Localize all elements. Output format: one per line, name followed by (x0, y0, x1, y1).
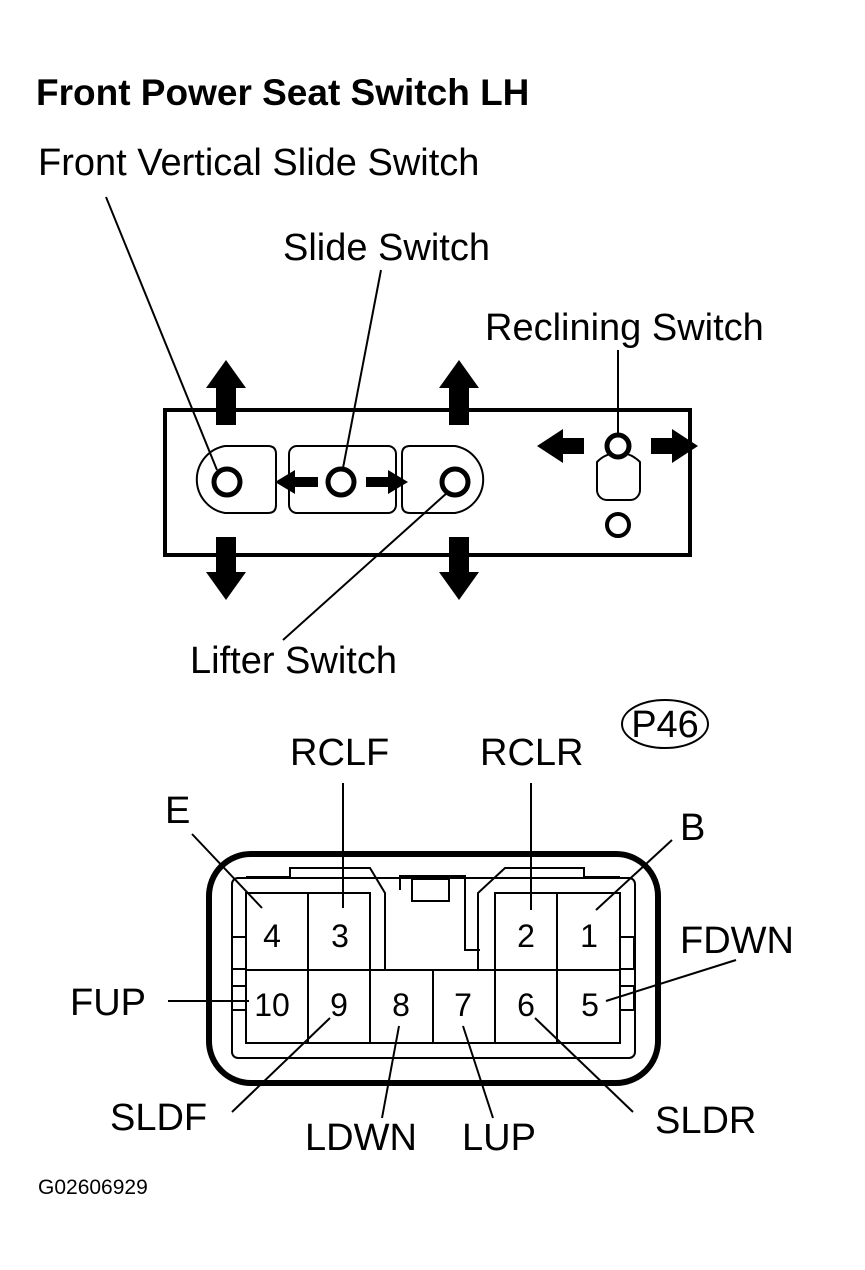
signal-label-e: E (165, 790, 190, 832)
reclining-switch-label: Reclining Switch (485, 307, 764, 349)
front-down-arrow (206, 537, 246, 600)
signal-label-lup: LUP (462, 1117, 536, 1159)
slide-knob (288, 445, 397, 514)
connector-housing (206, 851, 661, 1086)
pin-number: 1 (580, 918, 598, 954)
slide-switch-label: Slide Switch (283, 227, 490, 269)
pin-number: 4 (263, 918, 281, 954)
front-vertical-knob (195, 445, 277, 514)
reclining-knob (596, 432, 641, 538)
diagram-title: Front Power Seat Switch LH (36, 72, 529, 113)
lifter-up-arrow (439, 360, 479, 425)
pin-number: 7 (454, 987, 472, 1023)
connector-code: P46 (631, 704, 699, 746)
signal-leader (462, 1025, 494, 1119)
signal-leader (231, 1017, 331, 1113)
front-up-arrow (206, 360, 246, 425)
signal-leader (381, 1025, 400, 1119)
switch-panel-body (163, 408, 692, 557)
lifter-knob (401, 445, 485, 514)
slide-forward-arrow (275, 470, 318, 494)
signal-label-b: B (680, 807, 705, 849)
signal-label-rclr: RCLR (480, 732, 583, 774)
front-vertical-slide-switch-label: Front Vertical Slide Switch (38, 142, 479, 184)
signal-leader (191, 833, 263, 909)
pin-number: 5 (581, 987, 599, 1023)
switch-panel (163, 360, 698, 600)
front-vertical-leader (105, 196, 218, 471)
pin-number: 6 (517, 987, 535, 1023)
signal-leader (605, 959, 737, 1002)
recline-forward-arrow (537, 429, 584, 463)
lifter-switch-leader (282, 491, 449, 641)
figure-code: G02606929 (38, 1176, 148, 1199)
recline-rearward-arrow (651, 429, 698, 463)
signal-label-ldwn: LDWN (305, 1117, 417, 1159)
signal-label-fdwn: FDWN (680, 920, 794, 962)
lifter-switch-label: Lifter Switch (190, 640, 397, 682)
pin-number: 3 (331, 918, 349, 954)
signal-label-sldr: SLDR (655, 1100, 756, 1142)
signal-label-sldf: SLDF (110, 1097, 207, 1139)
connector-code-badge: P46 (621, 699, 709, 749)
slide-rearward-arrow (366, 470, 408, 494)
signal-leader (595, 839, 673, 911)
signal-label-fup: FUP (70, 982, 146, 1024)
slide-switch-leader (342, 269, 382, 469)
pin-number: 9 (330, 987, 348, 1023)
signal-leader (534, 1017, 634, 1113)
pin-number: 10 (254, 987, 290, 1023)
lifter-down-arrow (439, 537, 479, 600)
pin-number: 8 (392, 987, 410, 1023)
pin-number: 2 (517, 918, 535, 954)
connector-latch (411, 878, 450, 902)
signal-label-rclf: RCLF (290, 732, 389, 774)
